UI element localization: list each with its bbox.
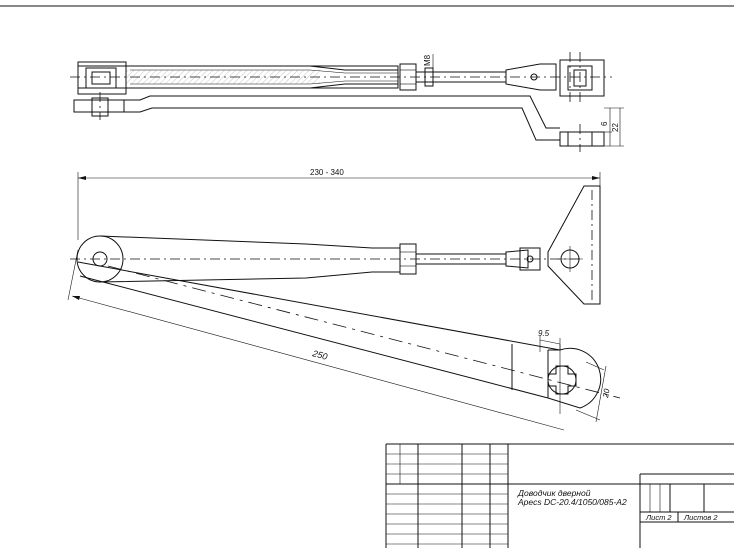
dim-small-label: 6: [600, 121, 609, 126]
title-block: [385, 443, 734, 548]
dim-spline-width-label: 20: [601, 387, 612, 399]
dim-width-label: 230 - 340: [310, 168, 344, 177]
top-view: [70, 52, 612, 152]
dim-large-label: 22: [611, 123, 620, 132]
dim-arm-length-label: 250: [311, 348, 329, 362]
front-view: 230 - 340 250: [67, 168, 621, 431]
sheet-number-label: Лист 2: [645, 513, 672, 522]
sheets-count-label: Листов 2: [683, 513, 718, 522]
top-view-dimensions: M8 6 22: [423, 54, 624, 147]
title-line-1: Доводчик дверной: [517, 488, 591, 498]
dim-spline-offset-label: 9.5: [538, 329, 550, 338]
dim-thread-label: M8: [423, 54, 432, 66]
title-line-2: Apecs DC-20.4/1050/085-A2: [517, 497, 627, 507]
